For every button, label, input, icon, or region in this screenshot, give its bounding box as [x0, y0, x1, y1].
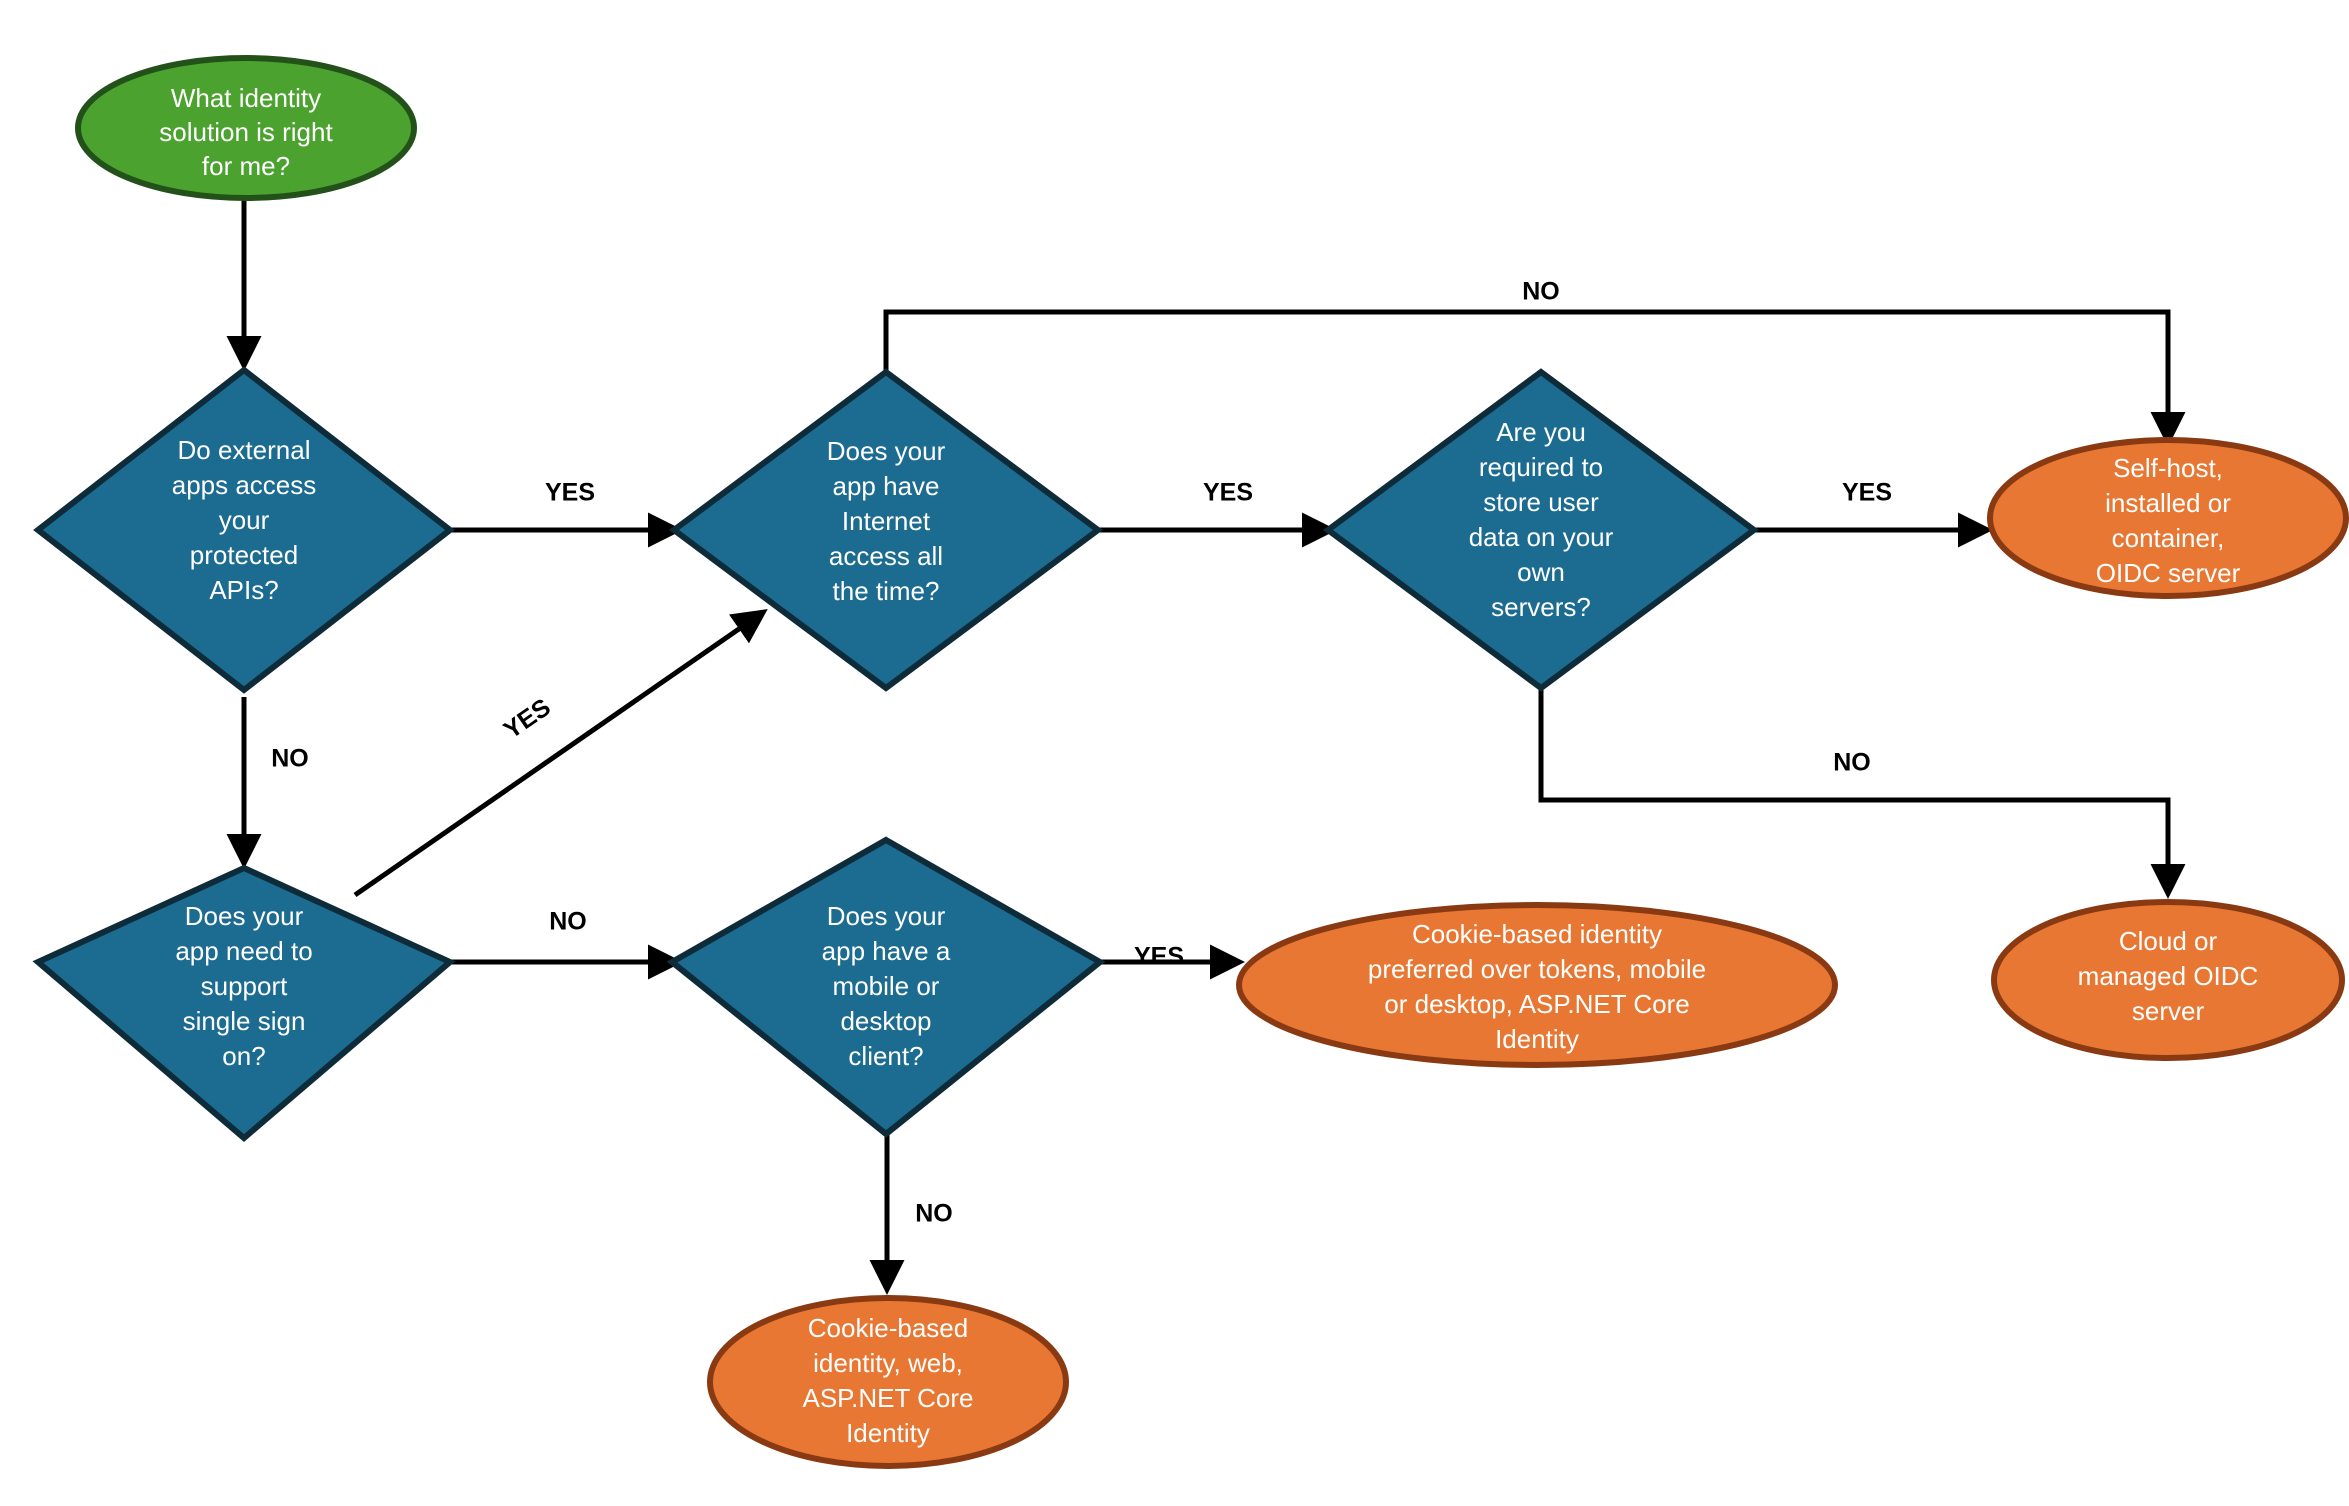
edge-label-decision4-no: NO [549, 908, 587, 936]
edge-decision3-no-to-terminal2 [1538, 690, 2186, 900]
decision2-label-line-1: Does your [827, 436, 946, 466]
terminal1-ellipse-shape [1987, 437, 2349, 599]
nodes-layer: What identity solution is right for me? … [32, 55, 2349, 1469]
decision3-diamond-shape [1322, 368, 1760, 692]
edge-label-decision1-no: NO [271, 745, 309, 773]
start-label-line-3: for me? [202, 151, 290, 181]
edge-label-decision2-no: NO [1522, 278, 1560, 306]
edge-label-decision4-yes: YES [499, 693, 556, 745]
node-terminal-cookie-identity-mobile-desktop[interactable]: Cookie-based identity preferred over tok… [1236, 902, 1838, 1068]
decision1-label-line-5: APIs? [209, 575, 278, 605]
edge-label-decision1-yes: YES [545, 479, 595, 507]
start-label-line-2: solution is right [159, 117, 333, 147]
decision1-diamond-shape [33, 366, 455, 694]
decision2-diamond-shape [668, 368, 1104, 692]
terminal1-label-line-4: OIDC server [2096, 558, 2241, 588]
decision4-label-line-3: support [201, 971, 288, 1001]
terminal3-label-line-2: preferred over tokens, mobile [1368, 954, 1706, 984]
decision2-label-line-3: Internet [842, 506, 931, 536]
decision4-label-line-4: single sign [183, 1006, 306, 1036]
decision5-label-line-5: client? [848, 1041, 923, 1071]
decision3-label-line-6: servers? [1491, 592, 1591, 622]
edge-label-decision3-no: NO [1833, 749, 1871, 777]
node-decision-internet-access[interactable]: Does your app have Internet access all t… [668, 368, 1104, 692]
decision2-label-line-4: access all [829, 541, 943, 571]
terminal3-label-line-3: or desktop, ASP.NET Core [1384, 989, 1689, 1019]
terminal4-label-line-3: ASP.NET Core [802, 1383, 973, 1413]
decision4-label-line-2: app need to [175, 936, 312, 966]
node-decision-store-user-data[interactable]: Are you required to store user data on y… [1322, 368, 1760, 692]
edge-label-decision3-yes: YES [1842, 479, 1892, 507]
terminal3-label-line-4: Identity [1495, 1024, 1579, 1054]
decision3-label-line-2: required to [1479, 452, 1603, 482]
decision1-label-line-2: apps access [172, 470, 317, 500]
decision1-label-line-1: Do external [178, 435, 311, 465]
decision5-label-line-4: desktop [840, 1006, 931, 1036]
node-decision-single-sign-on[interactable]: Does your app need to support single sig… [32, 864, 456, 1142]
node-decision-external-apps[interactable]: Do external apps access your protected A… [33, 366, 455, 694]
decision4-label-line-1: Does your [185, 901, 304, 931]
terminal2-label-line-1: Cloud or [2119, 926, 2218, 956]
start-ellipse-shape [75, 55, 417, 201]
terminal1-label-line-2: installed or [2105, 488, 2231, 518]
node-decision-mobile-desktop-client[interactable]: Does your app have a mobile or desktop c… [666, 836, 1106, 1138]
decision5-diamond-shape [666, 836, 1106, 1138]
decision3-label-line-3: store user [1483, 487, 1599, 517]
decision4-label-line-5: on? [222, 1041, 265, 1071]
node-terminal-cloud-managed-oidc[interactable]: Cloud or managed OIDC server [1991, 899, 2345, 1061]
node-terminal-self-host-oidc[interactable]: Self-host, installed or container, OIDC … [1987, 437, 2349, 599]
decision5-label-line-2: app have a [822, 936, 951, 966]
terminal3-label-line-1: Cookie-based identity [1412, 919, 1662, 949]
terminal1-label-line-3: container, [2112, 523, 2225, 553]
decision3-label-line-4: data on your [1469, 522, 1614, 552]
node-start[interactable]: What identity solution is right for me? [75, 55, 417, 201]
terminal1-label-line-1: Self-host, [2113, 453, 2223, 483]
decision3-label-line-5: own [1517, 557, 1565, 587]
decision2-label-line-2: app have [833, 471, 940, 501]
terminal2-label-line-2: managed OIDC [2078, 961, 2259, 991]
decision5-label-line-3: mobile or [833, 971, 940, 1001]
edge-decision4-yes-to-decision2 [353, 609, 768, 898]
terminal3-ellipse-shape [1236, 902, 1838, 1068]
edge-decision2-no-to-terminal1 [883, 309, 2186, 448]
edge-label-decision2-yes: YES [1203, 479, 1253, 507]
edge-label-decision5-yes: YES [1134, 943, 1184, 971]
terminal4-label-line-4: Identity [846, 1418, 930, 1448]
decision5-label-line-1: Does your [827, 901, 946, 931]
decision1-label-line-4: protected [190, 540, 298, 570]
decision1-label-line-3: your [219, 505, 270, 535]
terminal4-ellipse-shape [707, 1295, 1069, 1469]
terminal2-ellipse-shape [1991, 899, 2345, 1061]
terminal4-label-line-1: Cookie-based [808, 1313, 968, 1343]
decision2-label-line-5: the time? [833, 576, 940, 606]
decision4-diamond-shape [32, 864, 456, 1142]
start-label-line-1: What identity [171, 83, 321, 113]
edge-label-decision5-no: NO [915, 1200, 953, 1228]
terminal4-label-line-2: identity, web, [813, 1348, 963, 1378]
node-terminal-cookie-identity-web[interactable]: Cookie-based identity, web, ASP.NET Core… [707, 1295, 1069, 1469]
edges-layer: YES NO YES NO YES NO YES NO YES [226, 200, 2186, 1296]
terminal2-label-line-3: server [2132, 996, 2205, 1026]
decision3-label-line-1: Are you [1496, 417, 1586, 447]
